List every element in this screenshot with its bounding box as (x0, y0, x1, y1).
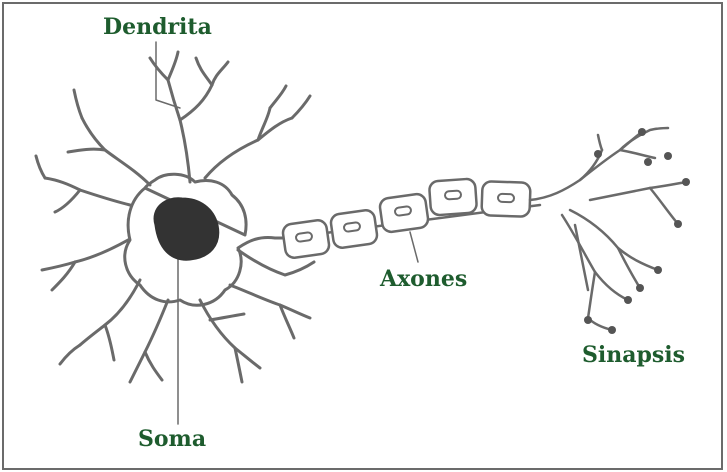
axon-terminals (530, 128, 686, 330)
myelin-sheath (282, 178, 531, 258)
dendrite-pointer (156, 42, 180, 108)
axon-pointer (410, 232, 418, 262)
soma-label: Soma (138, 428, 206, 450)
nucleus (154, 198, 219, 260)
synapse-label: Sinapsis (582, 344, 685, 366)
axon-label: Axones (380, 268, 467, 290)
dendrite-label: Dendrita (103, 16, 212, 38)
